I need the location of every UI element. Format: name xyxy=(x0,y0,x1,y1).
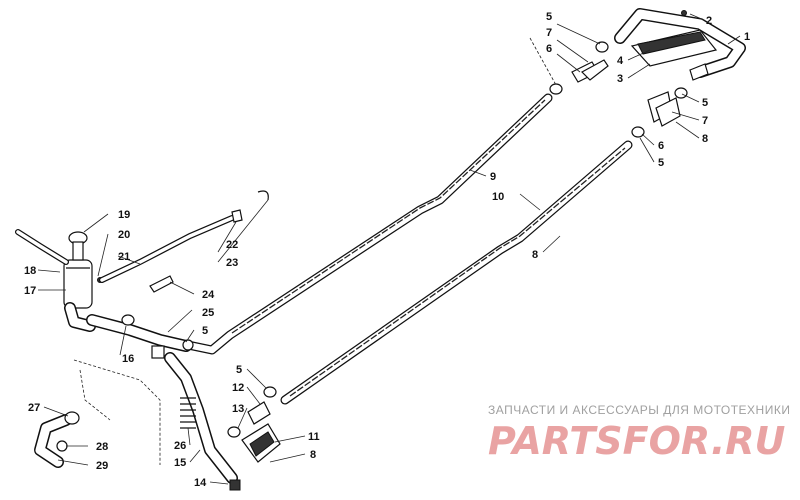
callout-20: 20 xyxy=(118,229,130,241)
callout-5b: 5 xyxy=(702,97,708,109)
callout-11: 11 xyxy=(308,431,320,443)
coolant-reservoir xyxy=(15,229,103,332)
bypass-hose xyxy=(34,411,80,468)
callout-6b: 6 xyxy=(658,140,664,152)
callout-25: 25 xyxy=(202,307,214,319)
reservoir-bottle xyxy=(63,259,93,309)
coupler-6a xyxy=(581,59,609,81)
clamp-5e xyxy=(263,386,277,398)
fitting-14 xyxy=(229,479,241,491)
callout-13: 13 xyxy=(232,403,244,415)
callout-26: 26 xyxy=(174,440,186,452)
lower-coolant-hose xyxy=(164,352,241,491)
callout-2: 2 xyxy=(706,15,712,27)
callout-17: 17 xyxy=(24,285,36,297)
callout-12: 12 xyxy=(232,382,244,394)
overflow-hose xyxy=(99,190,269,293)
callout-6a: 6 xyxy=(546,43,552,55)
clip-23 xyxy=(257,190,269,201)
clamp-5d xyxy=(631,126,645,138)
callout-1: 1 xyxy=(744,31,750,43)
leader-lines xyxy=(37,13,741,485)
callout-19: 19 xyxy=(118,209,130,221)
callout-10: 10 xyxy=(492,191,504,203)
callout-8b: 8 xyxy=(532,249,538,261)
callout-5d: 5 xyxy=(236,364,242,376)
callout-8a: 8 xyxy=(702,133,708,145)
heat-exchanger-tube-9 xyxy=(183,93,553,355)
callout-27: 27 xyxy=(28,402,40,414)
clamp-5a xyxy=(595,41,609,53)
callout-23: 23 xyxy=(226,257,238,269)
clamp-28 xyxy=(56,440,68,452)
lower-coupler-group xyxy=(227,386,281,463)
callout-24: 24 xyxy=(202,289,215,301)
engine-frame-outline xyxy=(73,359,161,465)
clamp-16 xyxy=(121,314,135,326)
upper-coupler-group xyxy=(549,41,609,95)
callout-29: 29 xyxy=(96,460,108,472)
callout-7b: 7 xyxy=(702,115,708,127)
clamp-5c xyxy=(674,87,688,99)
callout-9: 9 xyxy=(490,171,496,183)
heat-exchanger-plate xyxy=(637,31,706,55)
middle-coupler-group xyxy=(631,87,688,138)
coupler-7b xyxy=(655,97,681,127)
coolant-hose-assembly xyxy=(86,314,194,359)
spring-clamp-24 xyxy=(149,275,174,293)
hose-end-22 xyxy=(231,209,243,223)
callout-15: 15 xyxy=(174,457,186,469)
rear-heat-exchanger xyxy=(614,8,746,81)
fitting-27 xyxy=(64,411,80,425)
callout-28: 28 xyxy=(96,441,108,453)
clamp-5b xyxy=(549,83,563,95)
watermark-logo: PARTSFOR.RU xyxy=(488,419,786,463)
callout-22: 22 xyxy=(226,239,238,251)
callout-18: 18 xyxy=(24,265,36,277)
callout-5a: 5 xyxy=(546,11,552,23)
watermark: ЗАПЧАСТИ И АКСЕССУАРЫ ДЛЯ МОТОТЕХНИКИ PA… xyxy=(488,403,790,463)
callout-4: 4 xyxy=(617,55,624,67)
callout-labels: 1 2 3 4 5 7 6 5 7 8 6 5 9 10 8 5 12 13 1… xyxy=(24,11,750,489)
callout-8c: 8 xyxy=(310,449,316,461)
callout-16: 16 xyxy=(122,353,134,365)
clamp-13 xyxy=(227,426,241,438)
coupler-12 xyxy=(247,401,271,425)
callout-21: 21 xyxy=(118,251,130,263)
heat-exchanger-tube-10 xyxy=(280,140,633,405)
callout-3: 3 xyxy=(617,73,623,85)
reservoir-neck xyxy=(72,241,84,261)
callout-5c: 5 xyxy=(658,157,664,169)
callout-7a: 7 xyxy=(546,27,552,39)
spring-26 xyxy=(180,397,196,429)
callout-14: 14 xyxy=(194,477,207,489)
clamp-25 xyxy=(182,339,194,351)
clamp-16b xyxy=(151,345,165,359)
callout-5e: 5 xyxy=(202,325,208,337)
watermark-tagline: ЗАПЧАСТИ И АКСЕССУАРЫ ДЛЯ МОТОТЕХНИКИ xyxy=(488,403,790,417)
screw-2 xyxy=(681,10,687,16)
